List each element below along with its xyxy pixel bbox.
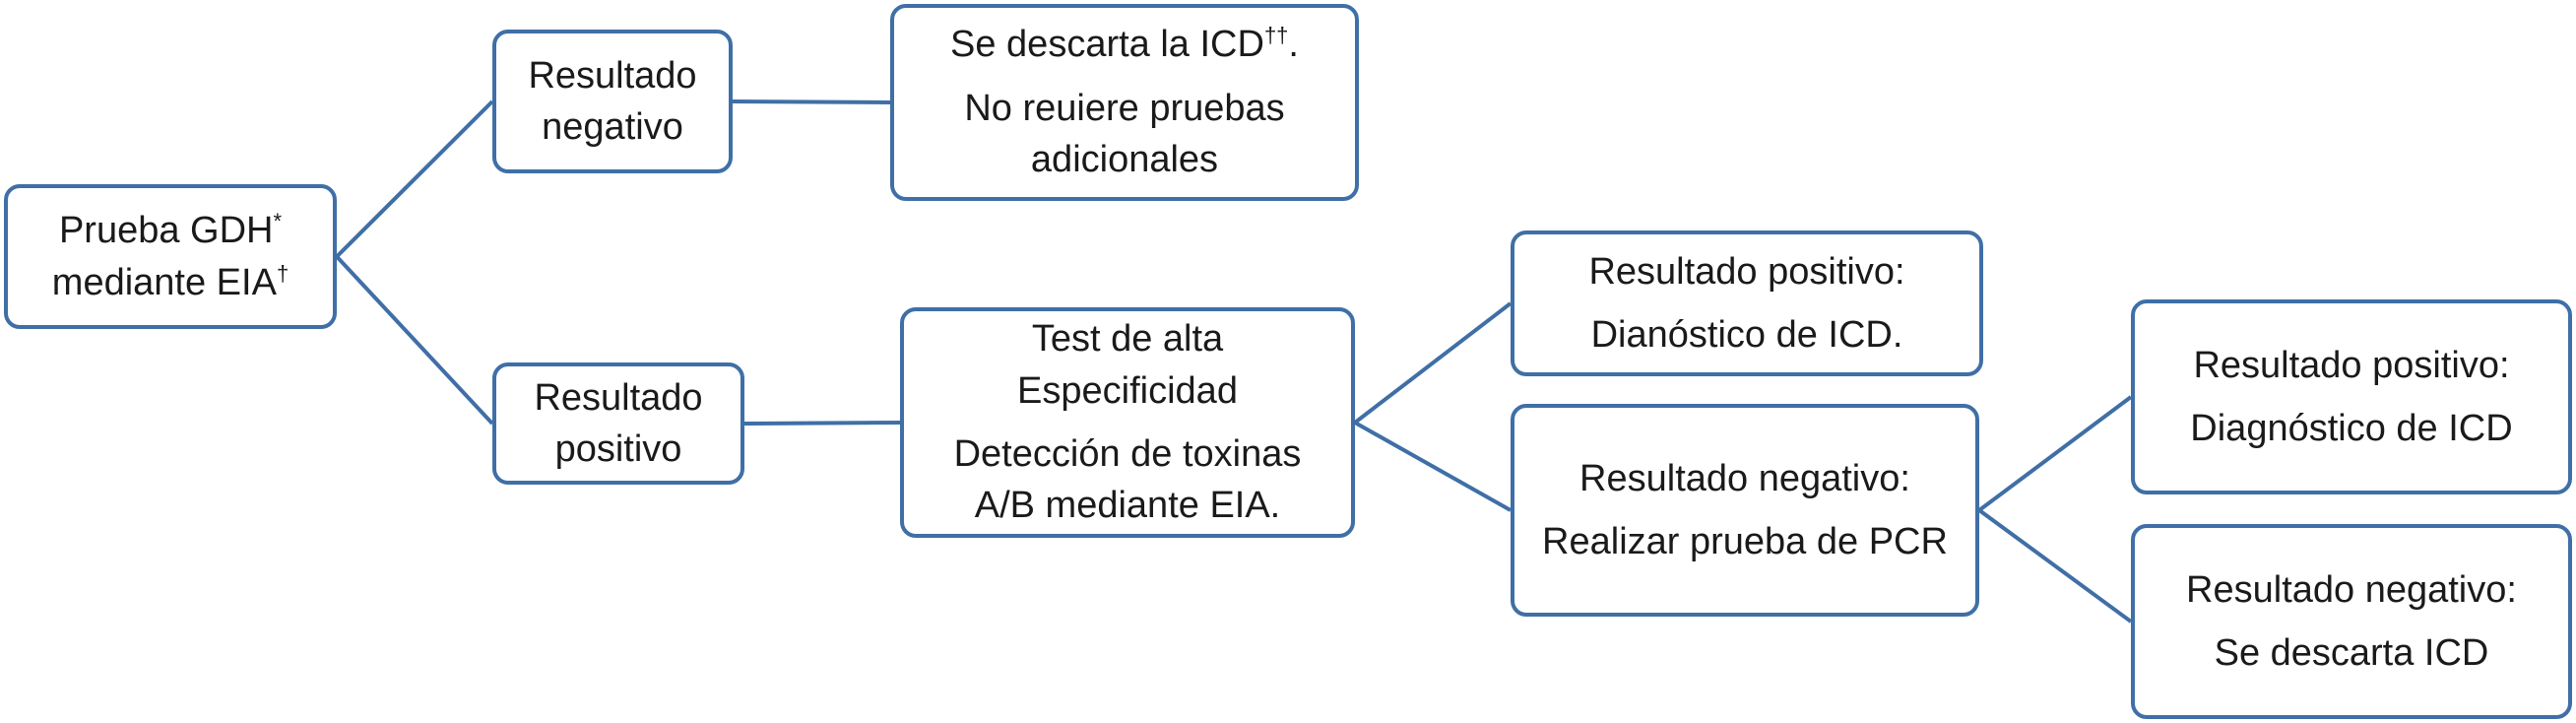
node-icd-discarded-line3: adicionales <box>1030 139 1219 181</box>
asterisk-footnote-mark: * <box>273 209 283 234</box>
node-negative-result-line1: Resultado <box>528 54 697 97</box>
connector-neg2-to-pos3 <box>1977 395 2133 512</box>
node-positive-result: Resultado positivo <box>492 362 744 485</box>
node-toxin-negative-line1: Resultado negativo: <box>1579 457 1910 499</box>
node-pcr-positive: Resultado positivo: Diagnóstico de ICD <box>2131 299 2572 494</box>
node-pcr-positive-line2: Diagnóstico de ICD <box>2190 408 2513 449</box>
node-icd-discarded-line1: Se descarta la ICD <box>950 24 1264 66</box>
node-high-specificity-test-line1: Test de alta <box>1031 318 1224 361</box>
node-pcr-negative: Resultado negativo: Se descarta ICD <box>2131 524 2572 719</box>
node-gdh-test-line1: Prueba GDH <box>58 210 274 252</box>
node-icd-discarded-line2: No reuiere pruebas <box>964 87 1285 129</box>
node-negative-result-line2: negativo <box>542 106 683 148</box>
node-toxin-positive-line1: Resultado positivo: <box>1588 250 1905 293</box>
node-positive-result-line1: Resultado <box>534 376 703 419</box>
node-positive-result-line2: positivo <box>554 428 682 470</box>
node-toxin-negative-line2: Realizar prueba de PCR <box>1542 521 1948 562</box>
node-high-specificity-test-line2: Especificidad <box>1017 369 1238 412</box>
node-pcr-positive-line1: Resultado positivo: <box>2193 344 2510 386</box>
node-high-specificity-test-line3: Detección de toxinas <box>953 433 1302 475</box>
node-toxin-negative: Resultado negativo: Realizar prueba de P… <box>1511 404 1979 617</box>
node-negative-result: Resultado negativo <box>492 30 733 173</box>
node-icd-discarded: Se descarta la ICD††. No reuiere pruebas… <box>890 4 1359 201</box>
connector-test-to-pos2 <box>1353 301 1513 425</box>
node-toxin-positive: Resultado positivo: Dianóstico de ICD. <box>1511 230 1983 376</box>
node-gdh-test: Prueba GDH* mediante EIA† <box>4 184 337 329</box>
node-high-specificity-test: Test de alta Especificidad Detección de … <box>900 307 1355 538</box>
connector-neg-to-discard <box>732 99 891 104</box>
node-gdh-test-line2: mediante EIA <box>51 261 277 303</box>
connector-root-to-neg <box>335 99 494 258</box>
node-high-specificity-test-line4: A/B mediante EIA. <box>974 485 1281 527</box>
node-pcr-negative-line1: Resultado negativo: <box>2186 568 2517 611</box>
node-toxin-positive-line2: Dianóstico de ICD. <box>1590 314 1903 356</box>
double-dagger-footnote-mark: †† <box>1263 23 1289 48</box>
node-pcr-negative-line2: Se descarta ICD <box>2214 632 2489 674</box>
node-icd-discarded-period: . <box>1288 24 1299 66</box>
connector-root-to-pos <box>335 255 494 426</box>
connector-pos-to-test <box>743 421 901 426</box>
dagger-footnote-mark: † <box>276 260 290 286</box>
connector-neg2-to-neg3 <box>1977 508 2133 624</box>
connector-test-to-neg2 <box>1354 421 1512 512</box>
